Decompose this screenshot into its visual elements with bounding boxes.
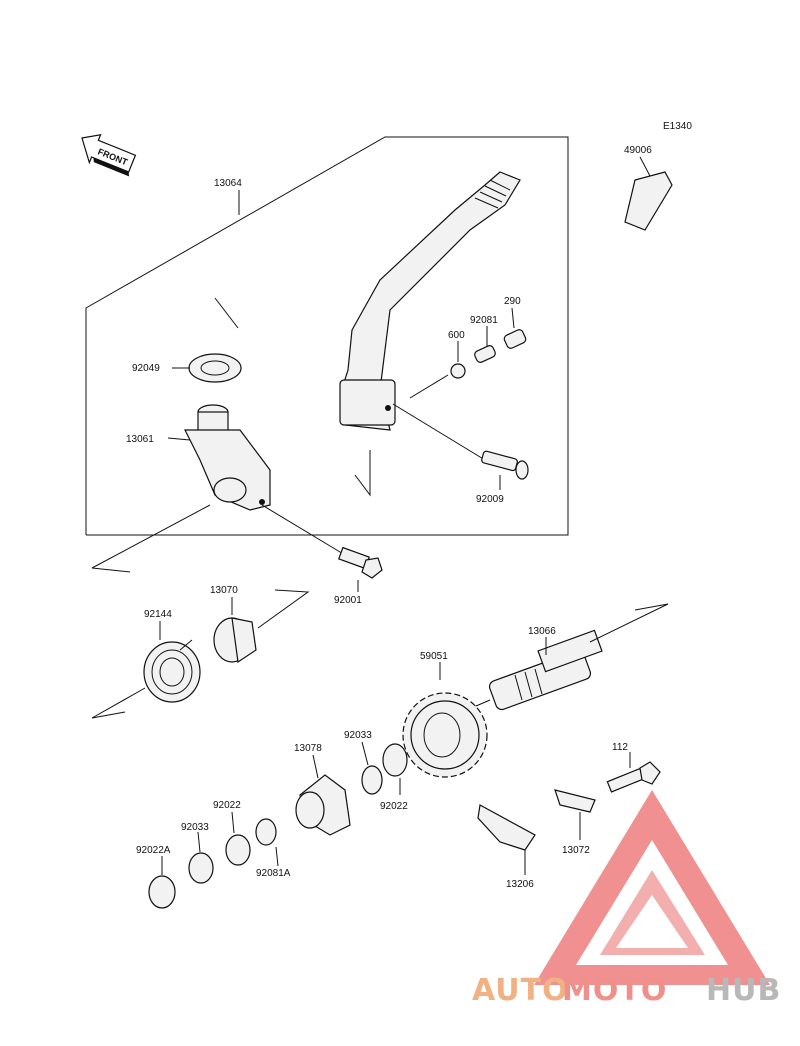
label-13078: 13078 [294, 743, 322, 754]
label-92001: 92001 [334, 595, 362, 606]
assembly-box [85, 136, 569, 536]
part-92022A [148, 875, 176, 909]
label-13061: 13061 [126, 434, 154, 445]
label-92009: 92009 [476, 494, 504, 505]
label-13066: 13066 [528, 626, 556, 637]
watermark-logo [534, 790, 770, 985]
part-112 [606, 761, 661, 793]
part-92049 [188, 353, 242, 383]
part-13061 [184, 404, 271, 511]
label-13070: 13070 [210, 585, 238, 596]
label-92033-a: 92033 [344, 730, 372, 741]
part-13066 [488, 629, 603, 711]
label-92022A: 92022A [136, 845, 171, 856]
part-13072 [554, 789, 596, 813]
front-arrow-icon: FRONT [81, 133, 137, 177]
label-290: 290 [504, 296, 521, 307]
diagram-code: E1340 [663, 121, 692, 132]
watermark-text-hub: HUB [706, 973, 781, 1008]
part-13206 [477, 804, 536, 851]
watermark-text: AUTO MOTO HUB [472, 973, 781, 1008]
leader-92009 [392, 403, 486, 461]
label-13072: 13072 [562, 845, 590, 856]
kick-lever [339, 171, 521, 431]
label-92022-a: 92022 [213, 800, 241, 811]
label-112: 112 [612, 742, 628, 753]
label-92049: 92049 [132, 363, 160, 374]
part-600 [450, 363, 466, 379]
label-13206: 13206 [506, 879, 534, 890]
part-92033a [361, 765, 383, 795]
part-92001 [338, 546, 383, 579]
part-59051 [402, 692, 488, 778]
label-92144: 92144 [144, 609, 172, 620]
watermark-text-moto: MOTO [562, 973, 667, 1008]
part-49006 [624, 171, 673, 231]
part-13078 [295, 774, 351, 836]
part-92144 [143, 639, 201, 703]
part-92009 [481, 450, 529, 480]
label-59051: 59051 [420, 651, 448, 662]
watermark-text-auto: AUTO [472, 973, 569, 1008]
label-49006: 49006 [624, 145, 652, 156]
part-13070 [213, 617, 257, 664]
part-290 [503, 329, 527, 349]
label-92081A: 92081A [256, 868, 291, 879]
label-92022-b: 92022 [380, 801, 408, 812]
label-92081: 92081 [470, 315, 498, 326]
part-92081 [474, 345, 496, 363]
part-92022b [225, 834, 251, 866]
part-92033b [188, 852, 214, 884]
label-600: 600 [448, 330, 465, 341]
label-92033-b: 92033 [181, 822, 209, 833]
part-92081A [255, 818, 277, 846]
label-13064: 13064 [214, 178, 242, 189]
axis-line [91, 504, 211, 569]
part-92022a [382, 743, 408, 777]
